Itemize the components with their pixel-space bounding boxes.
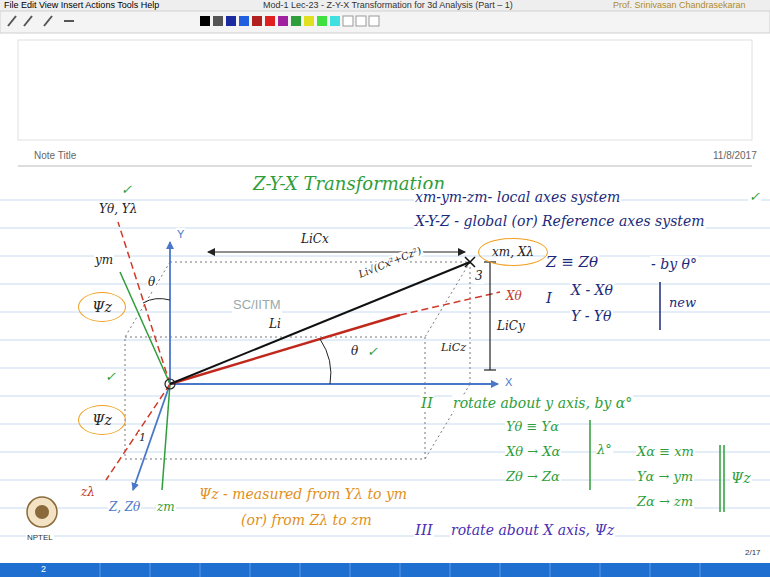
menu-bar: File Edit View Insert Actions Tools Help [3, 0, 160, 10]
handwritten-note: X-Y-Z - global (or) Reference axes syste… [414, 213, 706, 229]
page-tab: 2 [40, 564, 47, 574]
handwritten-note: new [668, 296, 697, 311]
length-label: Li [268, 318, 282, 332]
step-number: II [420, 395, 434, 412]
watermark: SC/IITM [232, 298, 282, 313]
handwritten-note: Xθ → Xα [505, 445, 561, 460]
step-number: I [545, 290, 553, 307]
handwritten-note: Zθ → Zα [505, 470, 561, 485]
handwritten-note: λ° [596, 443, 613, 458]
axis-label: Z, Zθ [108, 501, 141, 515]
author-name: Prof. Srinivasan Chandrasekaran [612, 0, 747, 10]
handwritten-note: - by θ° [650, 256, 698, 272]
handwritten-note: X - Xθ [570, 282, 614, 298]
handwritten-note: rotate about y axis, by α° [452, 395, 633, 411]
axis-label: zλ [80, 486, 96, 500]
handwritten-note: Y - Yθ [570, 308, 613, 324]
dimension-label: LiCx [300, 233, 330, 247]
check-mark: ✓ [104, 370, 117, 385]
dimension-label: LiCy [496, 320, 526, 334]
axis-label: Xθ [505, 290, 523, 304]
check-mark: ✓ [366, 345, 379, 360]
circled-label: Ψz [78, 405, 126, 435]
axis-label: Yθ, Yλ [98, 203, 138, 217]
handwritten-note: rotate about X axis, Ψz [450, 522, 615, 538]
callout-number: 1 [138, 432, 147, 445]
step-number: III [414, 522, 434, 539]
circled-text: xm, Xλ [492, 245, 534, 259]
check-mark: ✓ [120, 183, 133, 198]
handwritten-note: Zα → zm [636, 495, 694, 510]
handwritten-note: Z ≡ Zθ [545, 254, 599, 271]
axis-label: ym [94, 254, 114, 268]
handwritten-note: Yα → ym [636, 470, 694, 485]
angle-label: Ψz [730, 470, 752, 486]
axis-label: zm [156, 501, 176, 515]
circled-label: xm, Xλ [478, 238, 548, 266]
page-number: 2/17 [744, 548, 762, 557]
note-date: 11/8/2017 [712, 150, 758, 162]
axis-label: Y [176, 228, 185, 241]
logo-text: NPTEL [26, 533, 54, 542]
handwritten-note: Xα ≡ xm [636, 445, 695, 460]
circled-text: Ψz [92, 412, 112, 428]
handwritten-note: Ψz - measured from Yλ to ym [198, 486, 408, 502]
check-mark: ✓ [748, 190, 761, 205]
dimension-label: LiCz [440, 342, 467, 355]
axis-label: X [504, 376, 513, 389]
circled-label: Ψz [78, 292, 126, 322]
circled-text: Ψz [92, 299, 112, 315]
handwritten-note: xm-ym-zm- local axes system [414, 189, 621, 205]
angle-label: θ [350, 345, 359, 359]
angle-label: θ [147, 276, 156, 290]
note-title: Note Title [33, 150, 77, 162]
handwritten-note: (or) from Zλ to zm [240, 512, 373, 528]
window-title: Mod-1 Lec-23 - Z-Y-X Transformation for … [262, 0, 514, 10]
callout-number: 3 [474, 270, 484, 284]
handwritten-note: Yθ ≡ Yα [505, 420, 560, 435]
